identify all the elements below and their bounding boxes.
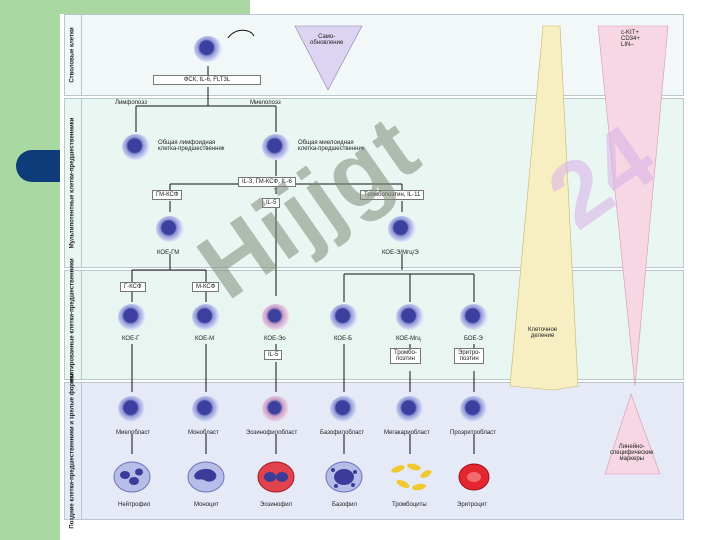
common-myeloid-label: Общая миелоидная клетка-предшественник [298,140,365,152]
diagram-lines [131,25,669,475]
eosinophil-cell [257,461,295,493]
blue-bullet-tab [16,150,68,182]
cfu-eo-cell [262,304,290,330]
blast-cell-3 [330,396,358,422]
erythrocyte-cell [458,463,490,491]
top-factors-box: ФСК, IL-6, FLT3L [153,75,261,85]
il5-box-bottom: IL-5 [264,350,283,360]
neutrophil-cell [113,461,151,493]
lineage-markers-label: Линейно- специфические маркеры [610,444,654,462]
mature-label-5: Эритроцит [457,502,487,508]
bfu-e-cell [460,304,488,330]
common-myeloid-cell [262,134,290,160]
blast-cell-4 [396,396,424,422]
committed-label-1: КОЕ-М [195,336,215,342]
blast-cell-2 [262,396,290,422]
blast-label-2: Эозинофилобласт [246,430,298,436]
monocyte-cell [187,461,225,493]
mature-label-1: Моноцит [194,502,219,508]
platelets-cells [391,463,432,491]
cfu-emeg-label: КОЕ-Э/Мгц/Э [382,250,419,256]
zone-committed: Коммитированные клетки-предшественники [64,258,684,392]
cfu-gm-cell [156,216,184,242]
basophil-cell [325,461,363,493]
cfu-b-cell [330,304,358,330]
self-renewal-triangle [294,25,363,91]
factors-mid-box: IL-3, ГМ-КСФ, IL-6 [238,177,296,187]
top-green-strip [60,0,250,14]
epo-box: Эритро- поэтин [454,348,485,364]
cell-division-triangle [509,25,579,391]
il5-box-top: IL-5 [262,198,281,208]
cfu-gm-label: КОЕ-ГМ [157,250,180,256]
mature-label-2: Эозинофил [260,502,293,508]
lymphopoiesis-label: Лимфопоэз [115,100,148,106]
common-lymphoid-cell [122,134,150,160]
stem-cell [194,36,222,62]
zone-committed-label: Коммитированные клетки-предшественники [65,258,82,392]
blast-label-4: Мегакариобласт [384,430,430,436]
committed-label-3: КОЕ-Б [334,336,353,342]
zone-multipotent-label: Мультипотентные клетки-предшественники [65,99,82,267]
mature-label-4: Тромбоциты [392,502,427,508]
left-green-bar [0,0,60,540]
cfu-m-cell [192,304,220,330]
cfu-emeg-cell [388,216,416,242]
committed-label-5: БОЕ-Э [464,336,483,342]
myelopoiesis-label: Миелопоэз [250,100,281,106]
m-csf-box: М-КСФ [192,282,220,292]
blast-cell-0 [118,396,146,422]
markers-label: c-KIT+ CD34+ LIN– [621,30,640,48]
committed-label-2: КОЕ-Эо [264,336,286,342]
markers-triangle [597,25,669,387]
common-lymphoid-label: Общая лимфоидная клетка-предшественник [158,140,225,152]
blast-cell-5 [460,396,488,422]
cfu-g-cell [118,304,146,330]
lineage-markers-triangle [604,393,661,475]
committed-label-4: КОЕ-Мгц [396,336,421,342]
cell-division-label: Клеточное деление [528,327,558,339]
zone-stem-label: Стволовые клетки [65,15,82,95]
blast-label-1: Монобласт [188,430,219,436]
blast-cell-1 [192,396,220,422]
committed-label-0: КОЕ-Г [122,336,140,342]
mature-label-3: Базофил [332,502,358,508]
gm-csf-box-top: ГМ-КСФ [152,190,183,200]
zone-late-label: Поздние клетки-предшественники и зрелые … [65,373,82,529]
g-csf-box: Г-КСФ [120,282,146,292]
self-renewal-label: Само- обновление [310,34,344,46]
cfu-meg-cell [396,304,424,330]
tpo-box: Тромбо- поэтин [390,348,421,364]
mature-label-0: Нейтрофил [118,502,151,508]
tpo-il11-box: Тромбопоэтин, IL-11 [360,190,425,200]
blast-label-5: Проэритробласт [450,430,496,436]
blast-label-0: Миелобласт [116,430,151,436]
hematopoiesis-figure: Стволовые клетки Мультипотентные клетки-… [60,14,690,529]
blast-label-3: Базофилобласт [320,430,365,436]
zone-late: Поздние клетки-предшественники и зрелые … [64,373,684,529]
